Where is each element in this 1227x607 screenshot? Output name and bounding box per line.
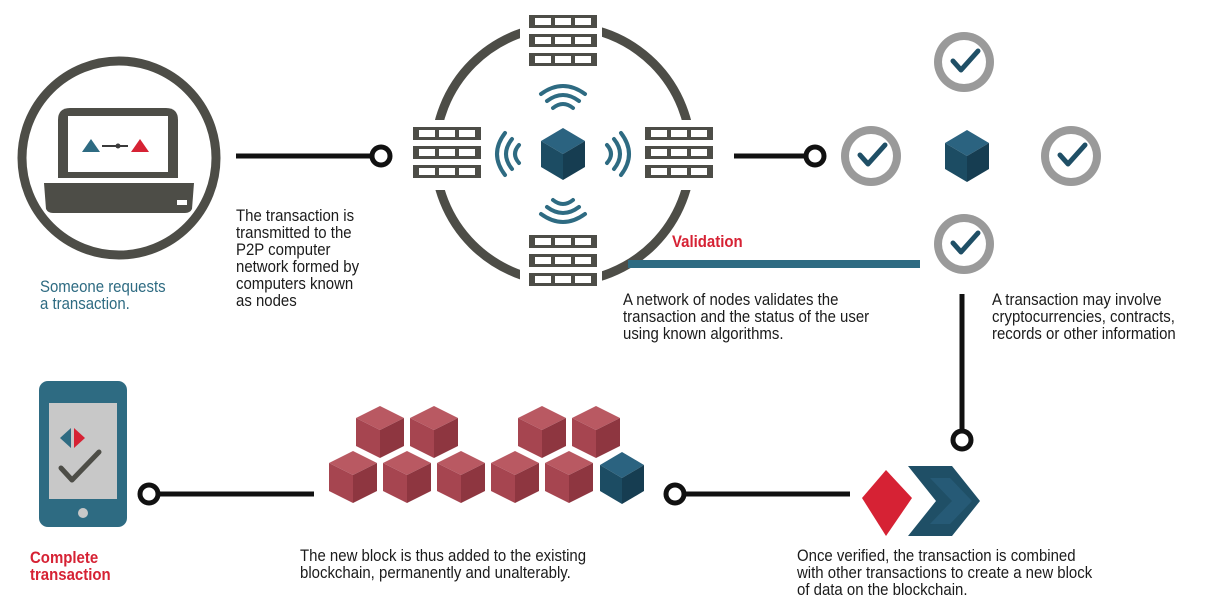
cube-icon xyxy=(541,128,585,180)
verified-caption: Once verified, the transaction is combin… xyxy=(797,546,1093,599)
laptop-icon xyxy=(17,56,221,260)
check-circle-icon xyxy=(841,126,901,186)
smartphone-icon xyxy=(39,381,127,527)
p2p-network xyxy=(404,10,720,298)
block-icon xyxy=(572,406,620,458)
wifi-signal-icon xyxy=(495,84,631,224)
check-circle-icon xyxy=(934,32,994,92)
validation-bar xyxy=(628,260,920,268)
block-icon xyxy=(329,451,377,503)
request-caption: Someone requests a transaction. xyxy=(40,277,166,313)
validation-nodes xyxy=(841,32,1101,274)
blockchain-blocks xyxy=(329,406,644,504)
connector-line xyxy=(950,294,974,452)
complete-caption: Complete transaction xyxy=(30,548,111,584)
new-block-icon xyxy=(862,466,980,536)
chevron-icon xyxy=(908,466,980,536)
block-icon xyxy=(356,406,404,458)
block-icon xyxy=(410,406,458,458)
cube-icon xyxy=(945,130,989,182)
involve-caption: A transaction may involve cryptocurrenci… xyxy=(992,290,1176,343)
connector-line xyxy=(236,144,393,168)
connector-line xyxy=(663,482,850,506)
block-icon xyxy=(518,406,566,458)
server-icon xyxy=(529,15,597,66)
block-icon xyxy=(383,451,431,503)
connector-line xyxy=(137,482,314,506)
check-circle-icon xyxy=(934,214,994,274)
server-icon xyxy=(529,235,597,286)
block-icon xyxy=(545,451,593,503)
block-icon xyxy=(437,451,485,503)
check-icon xyxy=(58,449,102,483)
validation-title: Validation xyxy=(672,232,743,251)
server-icon xyxy=(645,127,713,178)
server-icon xyxy=(413,127,481,178)
cube-icon xyxy=(600,452,644,504)
transmit-caption: The transaction is transmitted to the P2… xyxy=(236,206,360,310)
check-circle-icon xyxy=(1041,126,1101,186)
connector-line xyxy=(734,144,827,168)
block-icon xyxy=(491,451,539,503)
validation-caption: A network of nodes validates the transac… xyxy=(623,290,870,343)
added-caption: The new block is thus added to the exist… xyxy=(300,546,587,582)
